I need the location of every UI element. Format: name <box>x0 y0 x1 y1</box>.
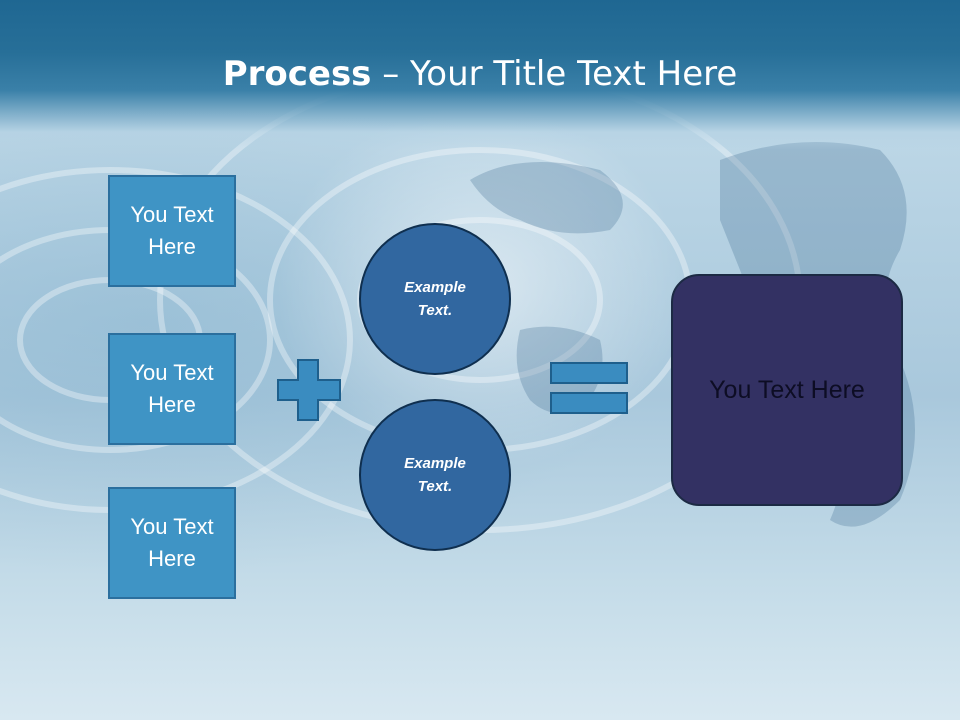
text-box-1[interactable]: You Text Here <box>108 175 236 287</box>
example-circle-2[interactable]: Example Text. <box>359 399 511 551</box>
text-box-2[interactable]: You Text Here <box>108 333 236 445</box>
title-rest: – Your Title Text Here <box>371 54 738 94</box>
plus-icon <box>277 359 341 421</box>
example-circle-1[interactable]: Example Text. <box>359 223 511 375</box>
slide-title: Process – Your Title Text Here <box>0 52 960 96</box>
equals-icon <box>550 362 628 414</box>
text-box-1-label: You Text Here <box>130 202 214 259</box>
text-box-2-label: You Text Here <box>130 360 214 417</box>
title-bold: Process <box>222 54 372 94</box>
result-box[interactable]: You Text Here <box>671 274 903 506</box>
text-box-3-label: You Text Here <box>130 514 214 571</box>
example-circle-2-label: Example Text. <box>404 455 466 495</box>
title-bar: Process – Your Title Text Here <box>0 0 960 150</box>
result-label: You Text Here <box>709 375 865 404</box>
example-circle-1-label: Example Text. <box>404 279 466 319</box>
text-box-3[interactable]: You Text Here <box>108 487 236 599</box>
